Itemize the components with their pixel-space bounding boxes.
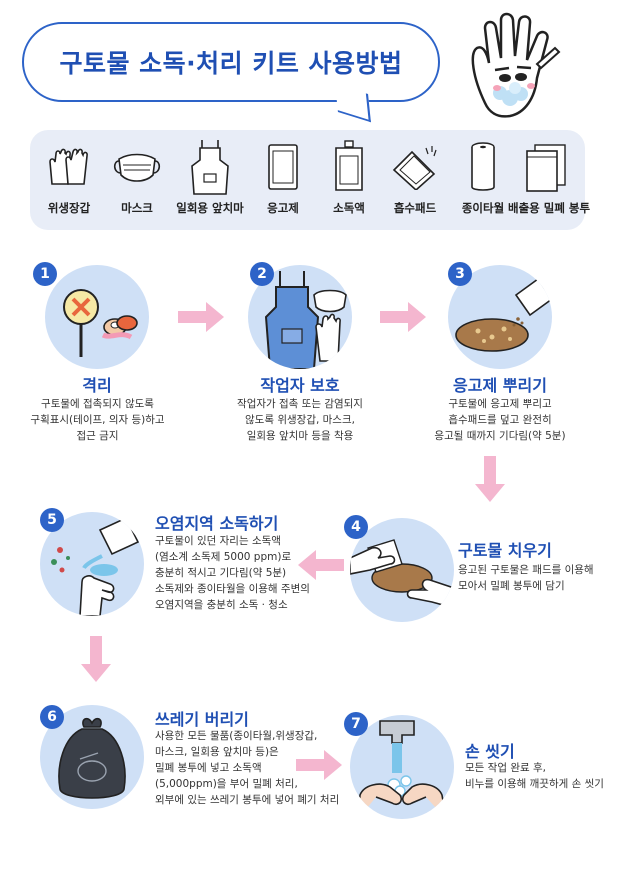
absorbent-pad-icon: [392, 146, 437, 190]
step-3-number: 3: [448, 262, 472, 286]
kit-item-disinfectant: 소독액: [314, 138, 384, 222]
kit-item-absorbent-pad: 흡수패드: [380, 138, 450, 222]
step-6-title: 쓰레기 버리기: [155, 710, 249, 729]
apron-icon: [191, 140, 229, 195]
step-4-illustration: [350, 518, 454, 622]
step-2-number: 2: [250, 262, 274, 286]
kit-item-sealed-bag: 배출용 밀폐 봉투: [508, 138, 590, 222]
step-4-title: 구토물 치우기: [458, 541, 552, 560]
arrow-right-icon: [296, 750, 342, 780]
paper-towel-icon: [471, 142, 495, 191]
step-1-title: 격리: [82, 376, 112, 395]
kit-item-coagulant: 응고제: [248, 138, 318, 222]
gloves-icon: [49, 148, 88, 185]
kit-item-mask: 마스크: [102, 138, 172, 222]
coagulant-pouring-icon: [455, 277, 552, 352]
step-7-title: 손 씻기: [465, 742, 515, 761]
step-2-illustration: [248, 265, 352, 369]
step-3-title: 응고제 뿌리기: [453, 376, 547, 395]
title-bubble: 구토물 소독·처리 키트 사용방법: [22, 22, 440, 123]
kit-item-gloves: 위생장갑: [34, 138, 104, 222]
kit-item-paper-towel: 종이타월: [448, 138, 518, 222]
trash-bag-icon: [58, 717, 126, 799]
step-7-illustration: [350, 715, 454, 819]
arrow-right-icon: [380, 302, 426, 332]
arrow-down-icon: [81, 636, 111, 682]
kit-items-panel: 위생장갑 마스크 일회용 앞치마 응고제 소독액 흡수패드 종이타월 배출용 밀…: [30, 130, 590, 230]
arrow-right-icon: [178, 302, 224, 332]
arrow-down-icon: [475, 456, 505, 502]
step-2-title: 작업자 보호: [260, 376, 340, 395]
hand-washing-icon: [357, 720, 447, 819]
step-7-desc: 모든 작업 완료 후,비누를 이용해 깨끗하게 손 씻기: [465, 762, 604, 790]
barrier-sign-icon: [63, 289, 138, 357]
arrow-left-icon: [298, 550, 344, 580]
step-5-title: 오염지역 소독하기: [155, 514, 279, 533]
step-6-number: 6: [40, 705, 64, 729]
coagulant-pouch-icon: [268, 144, 298, 190]
gloved-hands-wiping-icon: [350, 539, 454, 609]
step-1-illustration: [45, 265, 149, 369]
protective-gear-icon: [264, 271, 347, 369]
step-7-number: 7: [344, 712, 368, 736]
sealed-bag-icon: [526, 144, 566, 192]
step-3-illustration: [448, 265, 552, 369]
step-1-number: 1: [33, 262, 57, 286]
page-title: 구토물 소독·처리 키트 사용방법: [59, 49, 403, 78]
bubble-tail: [335, 83, 371, 123]
step-4-number: 4: [344, 515, 368, 539]
disinfecting-hands-icon: [51, 516, 140, 616]
mask-icon: [113, 153, 161, 182]
glove-mascot-icon: [471, 12, 561, 118]
kit-item-apron: 일회용 앞치마: [170, 138, 250, 222]
disinfectant-pouch-icon: [335, 140, 363, 191]
step-5-number: 5: [40, 508, 64, 532]
